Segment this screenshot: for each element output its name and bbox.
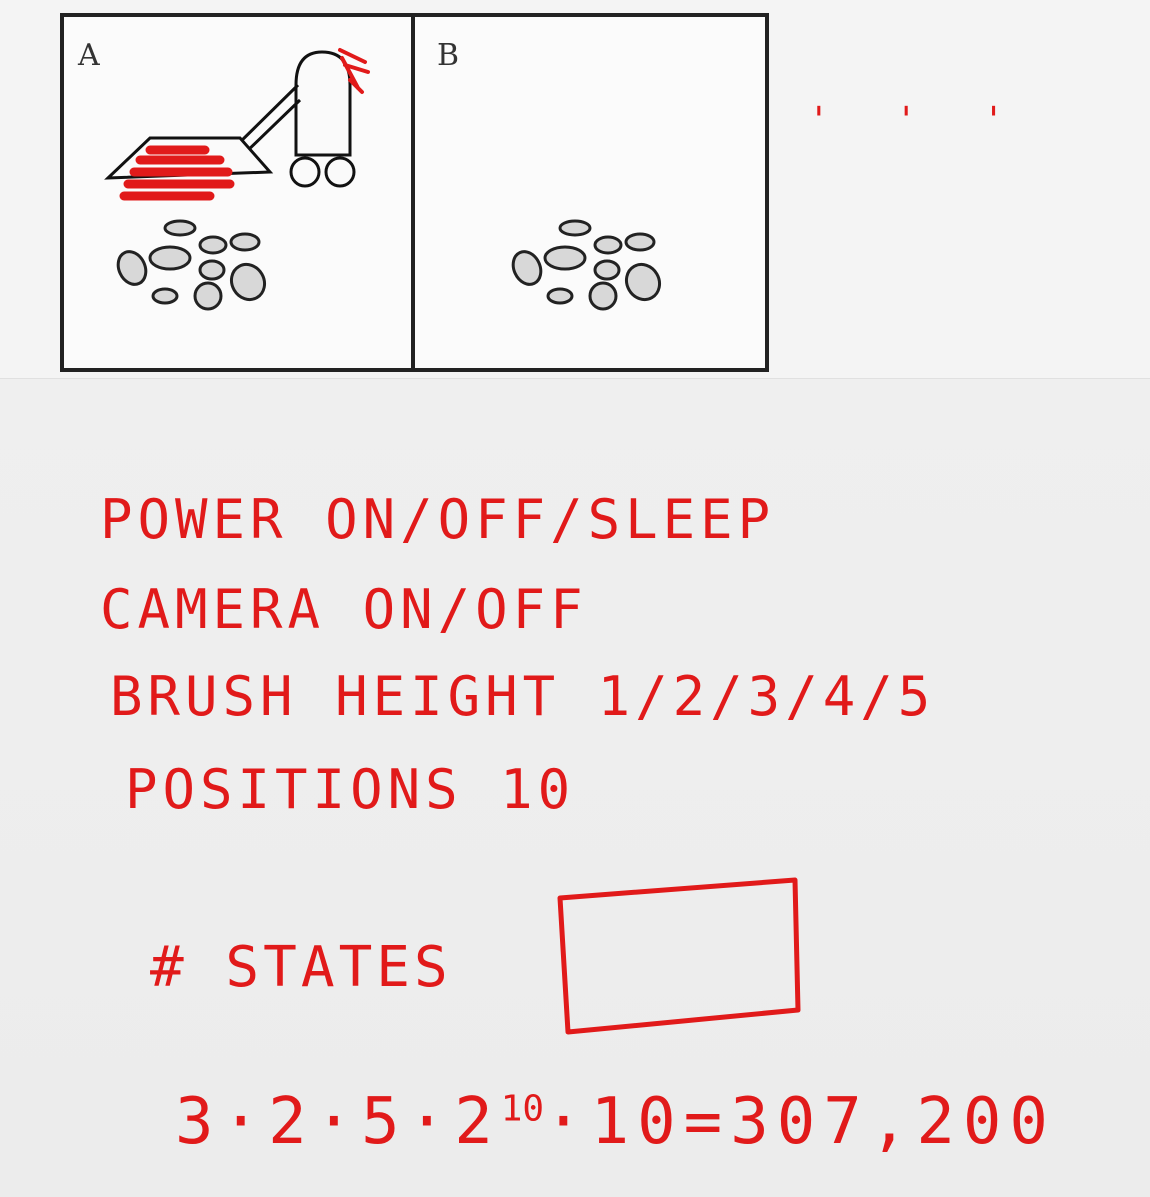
whiteboard-sheet [0,378,1150,1197]
note-camera: CAMERA ON/OFF [100,578,588,641]
note-power: POWER ON/OFF/SLEEP [100,488,776,551]
dirt-pile-b [511,219,662,311]
red-markings [119,48,370,201]
panel-a-label: A [78,38,100,73]
dirt-pile-a [116,219,267,311]
equation-exponent: 10 [500,1088,545,1130]
states-equation: 3·2·5·210·10=307,200 [175,1085,1056,1159]
ellipsis-marks: ' ' ' [808,100,1027,141]
equation-rest: ·10=307,200 [544,1085,1056,1159]
states-label: # STATES [150,935,452,1000]
equation-base: 3·2·5·2 [175,1085,501,1159]
panel-b-label: B [437,38,460,73]
answer-box [557,877,801,1035]
note-positions: POSITIONS 10 [125,758,576,821]
note-brush-height: BRUSH HEIGHT 1/2/3/4/5 [110,665,936,728]
